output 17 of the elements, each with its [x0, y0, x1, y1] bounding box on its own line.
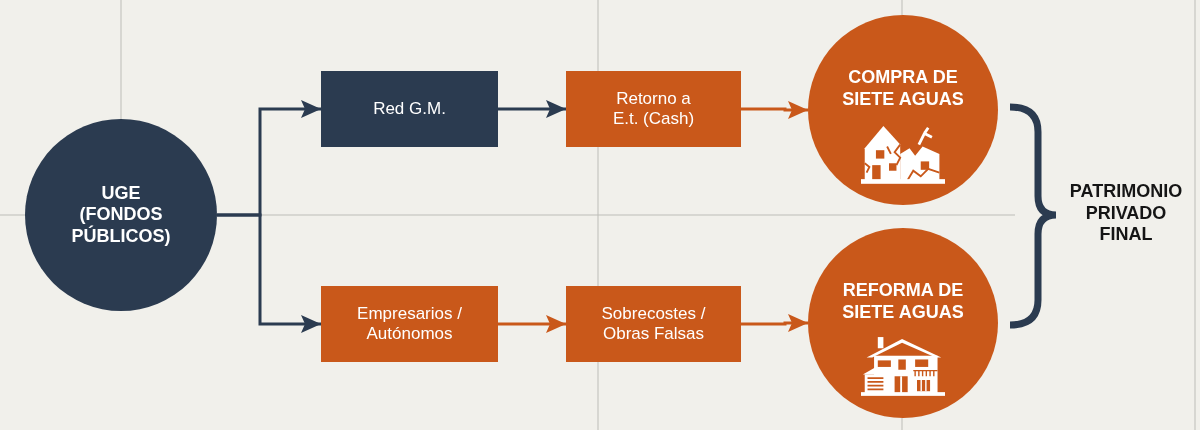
- arrow: [217, 213, 321, 333]
- box-label: Sobrecostes / Obras Falsas: [600, 303, 707, 345]
- process-box: [321, 71, 498, 147]
- process-box: [566, 286, 741, 362]
- box-label: Red G.M.: [372, 98, 447, 120]
- process-box: [321, 286, 498, 362]
- arrow: [741, 314, 808, 332]
- box-label: Retorno a E.t. (Cash): [611, 88, 696, 130]
- arrow: [741, 101, 808, 119]
- arrow: [498, 315, 566, 333]
- box-label: Empresarios / Autónomos: [356, 303, 463, 345]
- circle-title: UGE (FONDOS PÚBLICOS): [70, 182, 172, 248]
- circle-title: COMPRA DE SIETE AGUAS: [841, 67, 965, 111]
- circle-title: REFORMA DE SIETE AGUAS: [841, 280, 965, 324]
- bracket-label: PATRIMONIO PRIVADO FINAL: [1068, 181, 1184, 246]
- arrow: [498, 100, 566, 118]
- process-box: [566, 71, 741, 147]
